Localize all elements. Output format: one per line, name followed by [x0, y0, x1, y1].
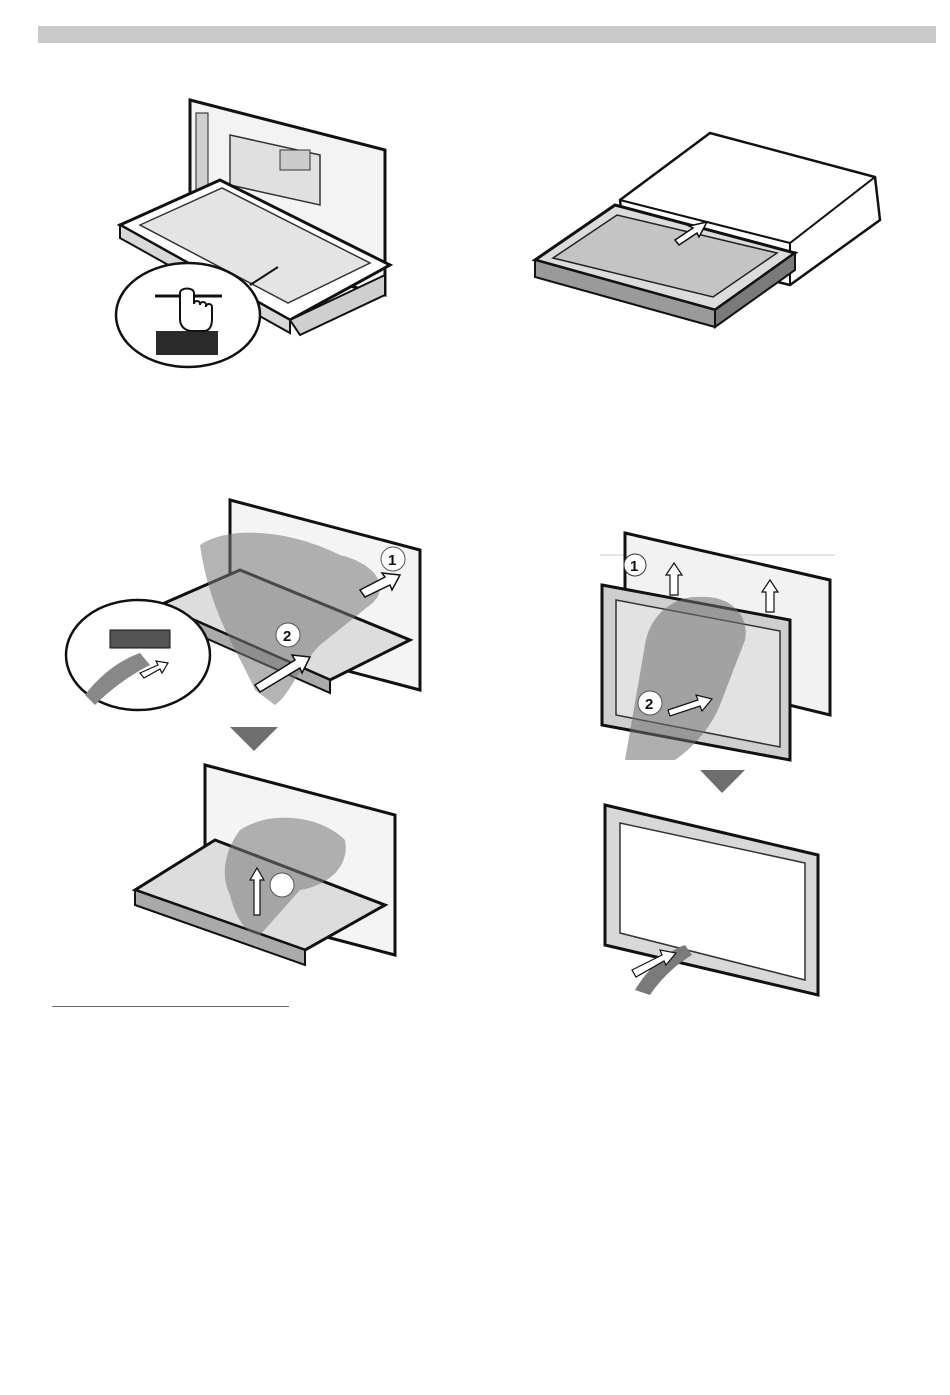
header-bar [38, 26, 936, 43]
arrow-down-icon [230, 727, 278, 751]
figure-panel-slide-in [525, 125, 890, 340]
step-label: 2 [283, 628, 291, 645]
arrow-down-icon [700, 770, 745, 793]
section-rule [52, 1006, 289, 1007]
figure-open-panel-eject [100, 95, 400, 370]
figure-panel-detach-steps: 1 2 [60, 495, 430, 975]
step-label: 1 [388, 552, 396, 569]
step-label: 1 [630, 558, 638, 575]
step-label: 2 [645, 696, 653, 713]
figure-panel-attach-steps: 1 2 [590, 525, 840, 1000]
